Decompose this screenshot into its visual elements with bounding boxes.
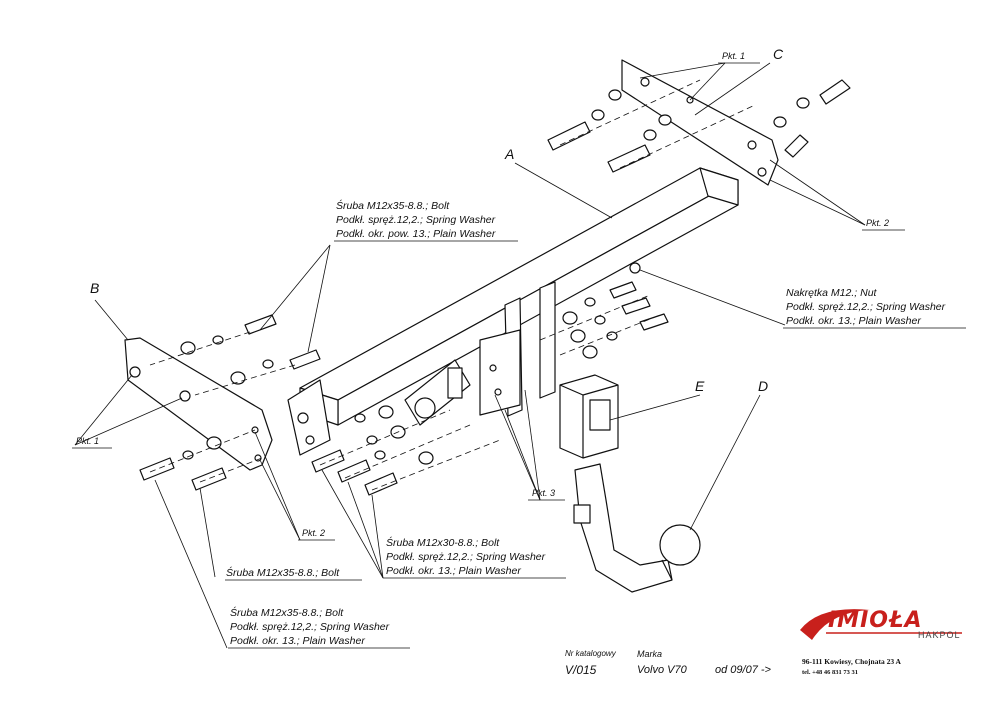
brand-value: Volvo V70 bbox=[637, 664, 687, 676]
catalog-label: Nr katalogowy bbox=[565, 649, 616, 658]
part-label-c: C bbox=[773, 46, 784, 62]
point-label-pkt1-left: Pkt. 1 bbox=[76, 436, 100, 446]
part-label-a: A bbox=[505, 146, 515, 162]
callout-upper-left-line3: Podkł. okr. pow. 13.; Plain Washer bbox=[336, 228, 496, 240]
logo-swoosh-icon bbox=[800, 609, 962, 640]
part-label-d: D bbox=[758, 378, 769, 394]
socket-plate bbox=[404, 359, 471, 426]
callout-upper-left-line1: Śruba M12x35-8.8.; Bolt bbox=[336, 200, 450, 212]
callout-left-single: Śruba M12x35-8.8.; Bolt bbox=[226, 567, 340, 579]
receiver-block-e bbox=[559, 374, 619, 459]
callout-left-bottom-line2: Podkł. spręż.12,2.; Spring Washer bbox=[230, 621, 390, 633]
bracket-b bbox=[124, 337, 273, 471]
callout-upper-left-line2: Podkł. spręż.12,2.; Spring Washer bbox=[336, 214, 496, 226]
date-range: od 09/07 -> bbox=[715, 664, 771, 676]
callout-left-bottom-line3: Podkł. okr. 13.; Plain Washer bbox=[230, 635, 365, 647]
company-phone: tel. +48 46 831 73 31 bbox=[802, 669, 859, 676]
point-label-pkt2-top: Pkt. 2 bbox=[866, 218, 890, 228]
company-address: 96-111 Kowiesy, Chojnata 23 A bbox=[802, 657, 901, 666]
catalog-number: V/015 bbox=[565, 663, 597, 677]
point-label-pkt2-left: Pkt. 2 bbox=[302, 528, 326, 538]
leader-lines bbox=[74, 62, 866, 649]
callout-nut-line1: Nakrętka M12.; Nut bbox=[786, 287, 877, 299]
callout-nut-line3: Podkł. okr. 13.; Plain Washer bbox=[786, 315, 921, 327]
point-label-pkt1-top: Pkt. 1 bbox=[722, 51, 746, 61]
company-logo: IMIOŁA bbox=[828, 608, 923, 633]
fasteners bbox=[139, 79, 851, 496]
assembly-axes bbox=[149, 79, 756, 491]
callout-center-line1: Śruba M12x30-8.8.; Bolt bbox=[386, 537, 500, 549]
point-label-pkt3: Pkt. 3 bbox=[532, 488, 556, 498]
callout-center-line2: Podkł. spręż.12,2.; Spring Washer bbox=[386, 551, 546, 563]
brand-label: Marka bbox=[637, 649, 663, 659]
callout-center-line3: Podkł. okr. 13.; Plain Washer bbox=[386, 565, 521, 577]
main-beam bbox=[287, 167, 739, 456]
mounting-plates bbox=[479, 281, 556, 417]
part-label-e: E bbox=[695, 378, 705, 394]
removable-tow-ball-d bbox=[573, 463, 701, 593]
label-underlines bbox=[72, 62, 966, 649]
bracket-c bbox=[621, 59, 779, 186]
callout-left-bottom-line1: Śruba M12x35-8.8.; Bolt bbox=[230, 607, 344, 619]
callout-nut-line2: Podkł. spręż.12,2.; Spring Washer bbox=[786, 301, 946, 313]
part-label-b: B bbox=[90, 280, 100, 296]
company-sub: HAKPOL bbox=[918, 630, 961, 640]
